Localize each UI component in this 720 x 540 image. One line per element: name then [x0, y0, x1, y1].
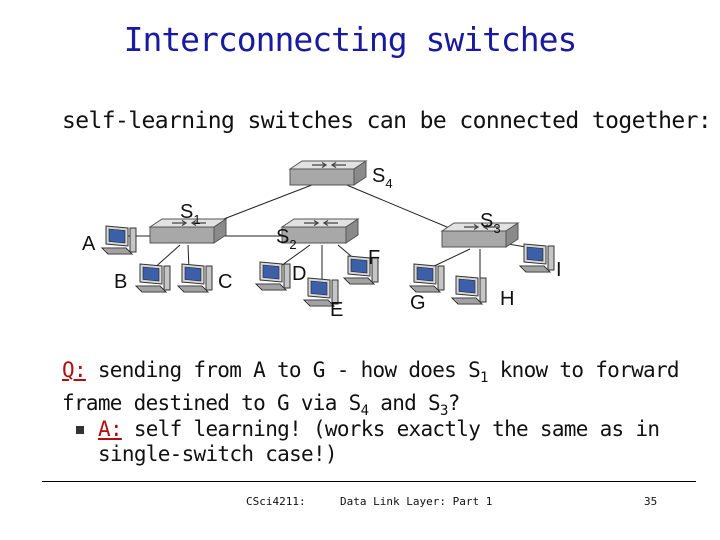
- switch-s4-label: S4: [372, 165, 393, 191]
- host-b-icon: [135, 263, 171, 293]
- footer-course: CSci4211:: [246, 495, 306, 508]
- switch-s4-icon: [289, 160, 367, 186]
- answer-label: A:: [98, 417, 123, 441]
- host-d-icon: [255, 261, 291, 291]
- bullet-icon: [76, 426, 84, 434]
- host-i-label: I: [556, 259, 562, 281]
- host-a-label: A: [82, 233, 96, 255]
- host-a-icon: [101, 225, 137, 255]
- host-d-label: D: [292, 263, 306, 285]
- network-diagram: S4 S1 S2 S3 A B C D E F G H I: [82, 160, 562, 321]
- host-i-icon: [519, 243, 555, 273]
- host-g-label: G: [410, 292, 426, 314]
- host-b-label: B: [114, 271, 127, 293]
- host-h-label: H: [500, 288, 514, 310]
- host-e-label: E: [330, 299, 343, 321]
- slide-subtitle: self-learning switches can be connected …: [62, 108, 712, 134]
- question-label: Q:: [62, 358, 87, 382]
- footer-divider: [42, 481, 696, 482]
- host-g-icon: [409, 263, 445, 293]
- host-f-label: F: [368, 247, 380, 269]
- switch-s2-label: S2: [276, 226, 297, 252]
- host-h-icon: [451, 275, 487, 305]
- switch-s1-label: S1: [180, 201, 201, 227]
- footer-topic: Data Link Layer: Part 1: [340, 495, 493, 508]
- host-c-icon: [177, 263, 213, 293]
- switch-s3-label: S3: [480, 210, 501, 236]
- question-text: Q: sending from A to G - how does S1 kno…: [62, 358, 680, 420]
- answer-text: A: self learning! (works exactly the sam…: [98, 417, 660, 466]
- slide-title: Interconnecting switches: [123, 20, 578, 59]
- footer-page-number: 35: [644, 495, 658, 508]
- host-c-label: C: [218, 271, 232, 293]
